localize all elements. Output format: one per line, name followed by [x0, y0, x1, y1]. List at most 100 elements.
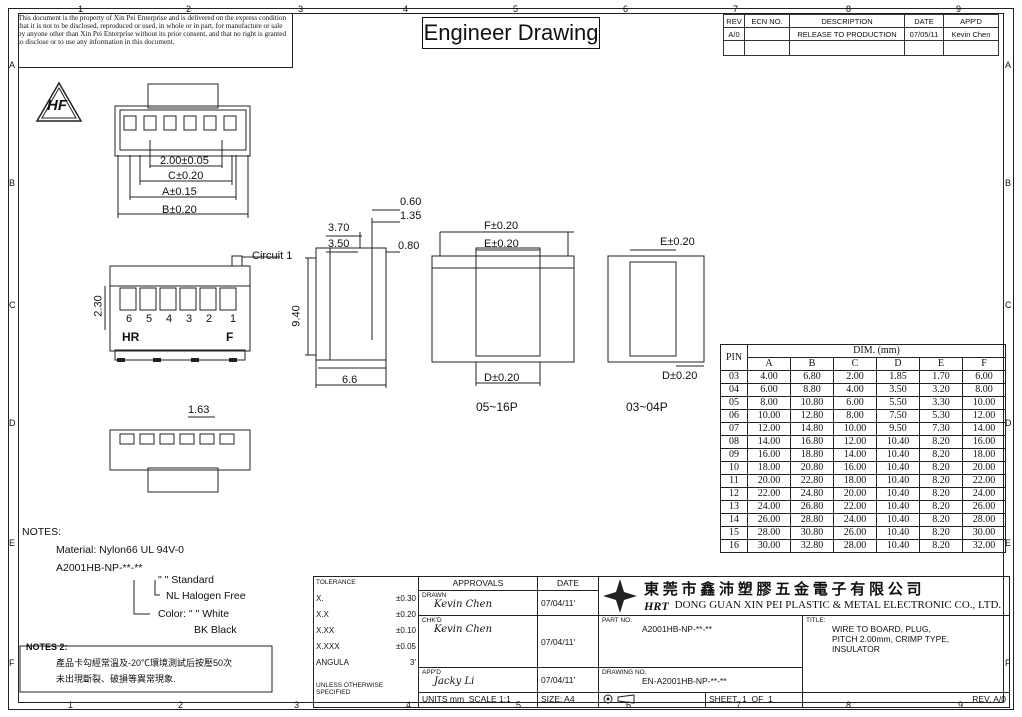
- dim-col-e: E: [919, 357, 963, 371]
- dim-value-cell: 24.80: [790, 487, 834, 501]
- dim-value-cell: 14.00: [962, 422, 1006, 436]
- dim-value-cell: 8.20: [919, 539, 963, 553]
- size-cell: SIZE: A4: [537, 692, 599, 708]
- dim-value-cell: 10.40: [876, 487, 920, 501]
- zone-col-9: 9: [956, 4, 962, 14]
- approved-by: Jacky Li: [434, 676, 475, 687]
- pin-count-cell: 06: [720, 409, 748, 423]
- dim-value-cell: 10.40: [876, 435, 920, 449]
- dim-value-cell: 8.80: [790, 383, 834, 397]
- dim-value-cell: 24.00: [962, 487, 1006, 501]
- zone-col-4: 4: [403, 4, 409, 14]
- dim-value-cell: 10.40: [876, 461, 920, 475]
- hf-logo-text: HF: [47, 97, 67, 114]
- notes-color: Color: " " White: [158, 608, 230, 620]
- dim-value-cell: 12.00: [747, 422, 791, 436]
- dim-f-outer: F±0.20: [484, 220, 519, 232]
- dim-d-05: D±0.20: [484, 372, 520, 384]
- dim-value-cell: 22.00: [747, 487, 791, 501]
- tolerance-precision: X.XX: [316, 626, 335, 635]
- zone-col-5: 5: [513, 4, 519, 14]
- dim-value-cell: 12.80: [790, 409, 834, 423]
- zone-col-6: 6: [623, 4, 629, 14]
- company-cell: 東 莞 市 鑫 沛 塑 膠 五 金 電 子 有 限 公 司 HRT DONG G…: [598, 576, 1010, 616]
- dim-col-c: C: [833, 357, 877, 371]
- approvals-header: APPROVALS: [418, 576, 538, 591]
- units-value: UNITS mm: [422, 694, 465, 704]
- tolerance-value: ±0.20: [396, 610, 416, 619]
- zone-col-8: 8: [846, 4, 852, 14]
- dim-value-cell: 14.00: [833, 448, 877, 462]
- dim-value-cell: 1.70: [919, 370, 963, 384]
- notes-part-number: A2001HB-NP-**-**: [56, 562, 143, 574]
- dim-value-cell: 7.50: [876, 409, 920, 423]
- tolerance-precision: X.: [316, 594, 324, 603]
- outer-frame: [8, 8, 1014, 710]
- dim-value-cell: 22.80: [790, 474, 834, 488]
- dim-c: C±0.20: [168, 170, 204, 182]
- title-line-3: INSULATOR: [832, 644, 880, 654]
- zone-row-b: B: [9, 178, 16, 188]
- dim-value-cell: 32.00: [962, 539, 1006, 553]
- dim-1-63: 1.63: [188, 404, 210, 416]
- of-value: 1: [768, 694, 773, 704]
- dim-value-cell: 18.00: [833, 474, 877, 488]
- zone-row-e-r: E: [1005, 538, 1012, 548]
- dim-value-cell: 10.40: [876, 500, 920, 514]
- notes-halogen-free: NL Halogen Free: [166, 590, 246, 602]
- notes-2-heading: NOTES 2:: [26, 642, 68, 652]
- dim-col-d: D: [876, 357, 920, 371]
- drawn-date: 07/04/11': [537, 590, 599, 616]
- pin-5: 5: [146, 313, 153, 325]
- dim-value-cell: 6.00: [833, 396, 877, 410]
- dim-value-cell: 10.40: [876, 448, 920, 462]
- scale-label: SCALE: [468, 694, 497, 704]
- dim-value-cell: 16.00: [833, 461, 877, 475]
- dim-value-cell: 8.20: [919, 474, 963, 488]
- revision-cell: REV. A/0: [802, 692, 1010, 708]
- date-header-tb: DATE: [537, 576, 599, 591]
- pin-count-cell: 16: [720, 539, 748, 553]
- title-label: TITLE:: [806, 617, 826, 624]
- tolerance-row: X.X±0.20: [316, 610, 416, 626]
- pin-2: 2: [206, 313, 213, 325]
- dim-value-cell: 8.00: [833, 409, 877, 423]
- tolerance-label: TOLERANCE: [316, 579, 356, 586]
- dim-value-cell: 8.20: [919, 461, 963, 475]
- unless-label: UNLESS OTHERWISE SPECIFIED: [316, 682, 384, 696]
- projection-cell: [598, 692, 706, 708]
- dim-value-cell: 24.00: [833, 513, 877, 527]
- dim-value-cell: 5.50: [876, 396, 920, 410]
- dim-value-cell: 14.80: [790, 422, 834, 436]
- dim-col-b: B: [790, 357, 834, 371]
- zone-row-c-r: C: [1005, 300, 1012, 310]
- dim-value-cell: 10.40: [876, 474, 920, 488]
- checked-by: Kevin Chen: [434, 624, 493, 635]
- pin-3: 3: [186, 313, 193, 325]
- dim-value-cell: 32.80: [790, 539, 834, 553]
- dim-value-cell: 10.80: [790, 396, 834, 410]
- zone-col-2: 2: [186, 4, 192, 14]
- pin-4: 4: [166, 313, 173, 325]
- part-number-label: PART NO.: [602, 617, 632, 624]
- checked-date: 07/04/11': [537, 615, 599, 668]
- notes-material: Material: Nylon66 UL 94V-0: [56, 544, 185, 556]
- zone-row-a: A: [9, 60, 16, 70]
- dim-e-inner: E±0.20: [484, 238, 519, 250]
- dim-value-cell: 30.00: [962, 526, 1006, 540]
- circuit-label: Circuit 1: [252, 250, 293, 262]
- dim-d-03: D±0.20: [662, 370, 698, 382]
- dim-value-cell: 16.00: [747, 448, 791, 462]
- part-number-cell: PART NO.A2001HB-NP-**-**: [598, 615, 803, 668]
- dim-value-cell: 18.00: [962, 448, 1006, 462]
- dim-value-cell: 3.20: [919, 383, 963, 397]
- dim-value-cell: 20.00: [747, 474, 791, 488]
- dim-3-50: 3.50: [328, 238, 350, 250]
